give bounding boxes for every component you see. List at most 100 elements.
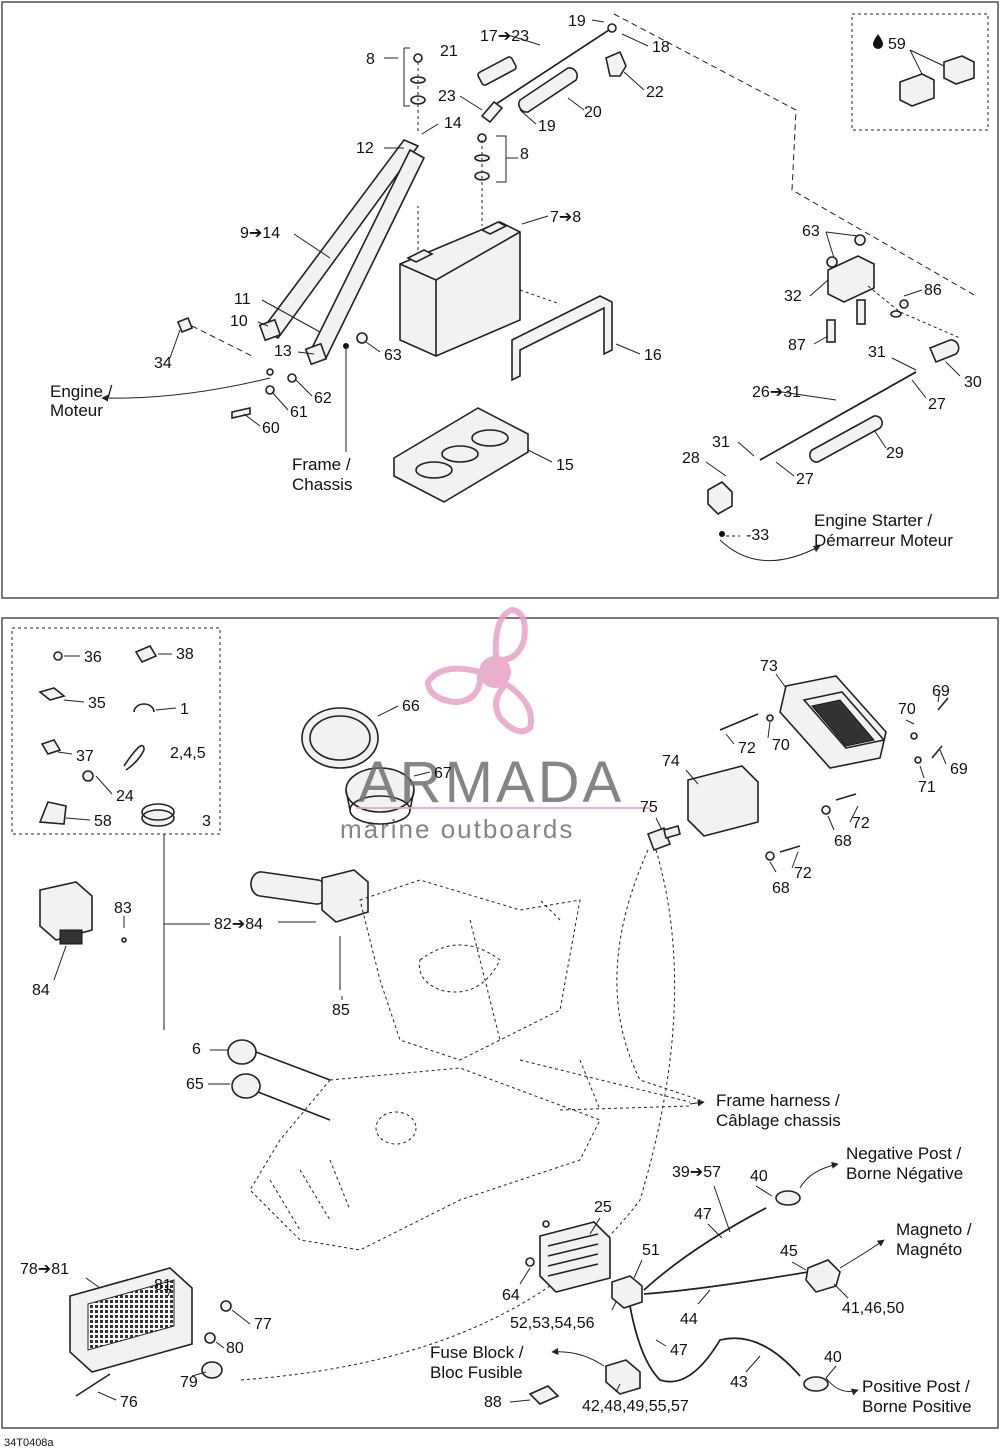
callout: 72 <box>738 740 756 757</box>
handlebar-switch-drawing <box>39 881 127 945</box>
propeller-logo <box>424 606 534 735</box>
caption-engine: Moteur <box>50 401 103 420</box>
headlight-hardware-drawing <box>719 697 949 861</box>
callout: 25 <box>594 1199 612 1216</box>
callout: 36 <box>84 649 102 666</box>
top-callouts: 8 21 17➔23 19 18 22 23 19 20 14 12 8 7➔8… <box>154 13 982 544</box>
top-leaders <box>169 19 961 477</box>
callout: 47 <box>694 1206 712 1223</box>
callout: 66 <box>402 698 420 715</box>
hardware-8-drawing <box>410 53 490 226</box>
caption-magneto: Magnéto <box>896 1240 962 1259</box>
callout: 69 <box>932 683 950 700</box>
callout: 60 <box>262 420 280 437</box>
callout: 18 <box>652 39 670 56</box>
callout: 74 <box>662 753 680 770</box>
callout: 29 <box>886 445 904 462</box>
callout: 35 <box>88 695 106 712</box>
callout: 11 <box>234 291 251 308</box>
caption-negative-post: Negative Post / <box>846 1144 962 1163</box>
callout: 65 <box>186 1076 204 1093</box>
callout: 59 <box>888 36 906 53</box>
callout: 44 <box>680 1311 698 1328</box>
caption-negative-post: Borne Négative <box>846 1164 963 1183</box>
top-panel-drawings <box>101 13 989 562</box>
callout: 8 <box>366 51 375 68</box>
callout: 51 <box>642 1242 660 1259</box>
callout: 86 <box>924 282 942 299</box>
callout: 63 <box>384 347 402 364</box>
callout: 38 <box>176 646 194 663</box>
callout: 84 <box>32 982 50 999</box>
oil-drop-icon <box>873 34 883 49</box>
caption-frame-harness: Câblage chassis <box>716 1111 841 1130</box>
callout: 2,4,5 <box>170 745 206 762</box>
caption-frame: Chassis <box>292 475 352 494</box>
callout: 77 <box>254 1316 272 1333</box>
battery-drawing <box>399 206 521 357</box>
callout: 61 <box>290 404 308 421</box>
callout: 70 <box>772 737 790 754</box>
callout: 72 <box>794 865 812 882</box>
callout: 32 <box>784 288 802 305</box>
callout: 24 <box>116 788 134 805</box>
callout: 15 <box>556 457 574 474</box>
callout: 78➔81 <box>20 1261 69 1278</box>
caption-magneto: Magneto / <box>896 1220 972 1239</box>
callout: 23 <box>438 88 456 105</box>
vehicle-frame-outline <box>249 879 601 1251</box>
callout: 10 <box>230 313 248 330</box>
callout: 63 <box>802 223 820 240</box>
frame-hardware-drawing <box>176 316 368 419</box>
callout: 8 <box>520 146 529 163</box>
connector-inset-box <box>851 13 989 131</box>
callout: 47 <box>670 1342 688 1359</box>
watermark-brand: ARMADA <box>358 750 624 815</box>
headlight-housing-drawing <box>779 675 887 769</box>
bottom-callouts: 36 38 35 1 37 2,4,5 24 58 3 83 82➔84 84 … <box>20 646 968 1415</box>
handlebar-grip-drawing <box>250 869 369 990</box>
watermark-tagline: marine outboards <box>340 814 574 844</box>
caption-fuse-block: Fuse Block / <box>430 1343 524 1362</box>
caption-positive-post: Positive Post / <box>862 1377 970 1396</box>
callout: 83 <box>114 900 132 917</box>
callout: 19 <box>568 13 586 30</box>
callout: 9➔14 <box>240 225 280 242</box>
callout: 62 <box>314 390 332 407</box>
callout: 40 <box>824 1349 842 1366</box>
callout: 43 <box>730 1374 748 1391</box>
bottom-leaders <box>53 653 947 1403</box>
callout: 30 <box>964 374 982 391</box>
callout: 12 <box>356 140 374 157</box>
callout: 28 <box>682 450 700 467</box>
callout: 21 <box>440 43 458 60</box>
callout: 68 <box>772 880 790 897</box>
callout: 26➔31 <box>752 384 801 401</box>
callout: 69 <box>950 761 968 778</box>
callout: 6 <box>192 1041 201 1058</box>
callout: 75 <box>640 799 658 816</box>
callout: 70 <box>898 701 916 718</box>
clips-hardware-drawing <box>38 644 175 827</box>
callout: 42,48,49,55,57 <box>582 1398 689 1415</box>
battery-strap-drawing <box>511 295 613 382</box>
callout: 14 <box>444 115 462 132</box>
regulator-drawing <box>525 1220 611 1293</box>
callout: 3 <box>202 813 211 830</box>
callout: 22 <box>646 84 664 101</box>
callout: 76 <box>120 1394 138 1411</box>
callout: 81 <box>154 1277 172 1294</box>
top-routing-lines <box>101 13 977 562</box>
callout: 58 <box>94 813 112 830</box>
callout: 39➔57 <box>672 1164 721 1181</box>
callout: 17➔23 <box>480 28 529 45</box>
top-captions: Engine / Moteur Frame / Chassis Engine S… <box>50 382 953 550</box>
callout: 7➔8 <box>550 209 581 226</box>
armada-watermark: ARMADA marine outboards <box>340 606 650 844</box>
ignition-parts-drawing <box>227 1039 331 1121</box>
callout: 41,46,50 <box>842 1300 904 1317</box>
callout: 71 <box>918 779 936 796</box>
callout: 67 <box>434 765 452 782</box>
callout: 13 <box>274 343 292 360</box>
